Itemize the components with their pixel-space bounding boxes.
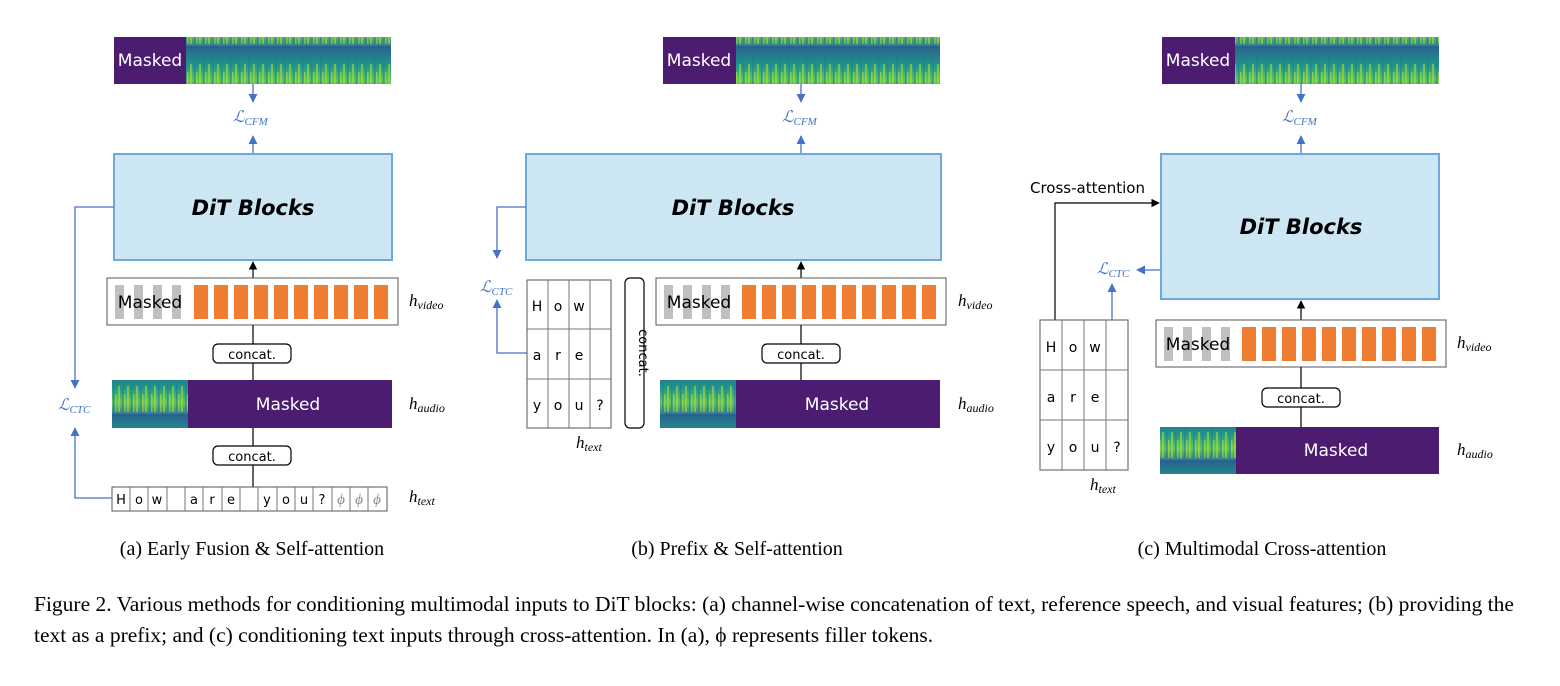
audio-features: Masked [660, 380, 940, 428]
text-token: H [116, 493, 126, 508]
text-token-grid: H o w a r e y o u ? [1039, 319, 1129, 471]
h-audio-label: haudio [409, 394, 445, 415]
text-token: w [152, 493, 163, 508]
h-audio-label: haudio [1457, 440, 1493, 461]
panel-b: Masked ℒCFM DiT Blocks ℒCTC H o w a r e [480, 37, 994, 560]
concat-label: concat. [777, 348, 825, 363]
text-token: o [554, 299, 563, 315]
text-token: u [1091, 440, 1100, 456]
text-token: a [533, 348, 542, 364]
text-token: r [555, 348, 561, 364]
text-token: H [1046, 340, 1057, 356]
audio-features: Masked [112, 380, 392, 428]
masked-label: Masked [1304, 441, 1368, 461]
text-token: e [575, 348, 584, 364]
masked-label: Masked [667, 51, 731, 71]
dit-blocks-label: DiT Blocks [192, 196, 315, 220]
text-token: y [263, 493, 271, 508]
text-token: y [1047, 440, 1055, 456]
h-text-label: htext [409, 487, 435, 508]
panel-c: Masked ℒCFM DiT Blocks Cross-attention ℒ… [1030, 37, 1493, 560]
masked-label: Masked [256, 395, 320, 415]
concat-label: concat. [228, 348, 276, 363]
panel-a: Masked ℒCFM DiT Blocks Masked [58, 37, 445, 560]
concat-box [1261, 387, 1341, 408]
panel-a-caption: (a) Early Fusion & Self-attention [120, 538, 384, 560]
text-token: o [282, 493, 290, 508]
text-token: w [573, 299, 584, 315]
text-token: a [190, 493, 198, 508]
concat-box [212, 343, 292, 364]
dit-blocks-box [525, 153, 942, 261]
filler-token: ϕ [337, 492, 345, 508]
dit-blocks-label: DiT Blocks [1240, 215, 1363, 239]
text-token: r [209, 493, 215, 508]
cross-attention-label: Cross-attention [1030, 179, 1145, 197]
text-token: r [1070, 390, 1076, 406]
masked-label: Masked [1166, 51, 1230, 71]
output-spectrogram: Masked [1162, 37, 1439, 84]
text-token: e [1091, 390, 1100, 406]
masked-label: Masked [667, 293, 731, 313]
loss-ctc: ℒCTC [480, 279, 513, 298]
concat-box [212, 445, 292, 466]
text-token: ? [1113, 440, 1120, 456]
concat-label: concat. [1277, 392, 1325, 407]
text-token-row: H o w a r e y o u ? ϕ ϕ ϕ [111, 486, 388, 512]
dit-blocks-box [1160, 153, 1440, 300]
h-video-label: hvideo [409, 291, 444, 312]
concat-label: concat. [635, 329, 650, 377]
concat-label: concat. [228, 450, 276, 465]
text-token: u [575, 398, 584, 414]
loss-cfm: ℒCFM [782, 109, 818, 128]
text-token: o [554, 398, 563, 414]
loss-cfm: ℒCFM [233, 109, 269, 128]
concat-box [761, 343, 841, 364]
text-token: o [1069, 440, 1078, 456]
text-token: ? [319, 493, 326, 508]
loss-ctc: ℒCTC [1097, 261, 1130, 280]
h-video-label: hvideo [958, 291, 993, 312]
video-features: Masked [655, 277, 947, 326]
dit-blocks-label: DiT Blocks [672, 196, 795, 220]
dit-blocks-box [113, 153, 393, 261]
video-features: Masked [1155, 319, 1447, 368]
text-token: e [227, 493, 235, 508]
loss-cfm: ℒCFM [1282, 109, 1318, 128]
panel-b-caption: (b) Prefix & Self-attention [631, 538, 843, 560]
text-token: o [1069, 340, 1078, 356]
text-token: u [300, 493, 308, 508]
audio-features: Masked [1160, 427, 1439, 474]
masked-label: Masked [118, 293, 182, 313]
text-token: a [1047, 390, 1056, 406]
text-token-grid: H o w a r e y o u ? [526, 279, 612, 429]
output-spectrogram: Masked [114, 37, 391, 84]
filler-token: ϕ [355, 492, 363, 508]
concat-box [624, 277, 645, 429]
figure-caption: Figure 2. Various methods for conditioni… [34, 592, 1514, 647]
text-token: H [532, 299, 543, 315]
video-features: Masked [106, 277, 399, 326]
masked-label: Masked [805, 395, 869, 415]
text-token: ? [596, 398, 603, 414]
output-spectrogram: Masked [663, 37, 940, 84]
h-audio-label: haudio [958, 394, 994, 415]
masked-label: Masked [118, 51, 182, 71]
text-token: o [135, 493, 143, 508]
h-text-label: htext [1090, 475, 1116, 496]
panel-c-caption: (c) Multimodal Cross-attention [1138, 538, 1387, 560]
text-token: w [1089, 340, 1100, 356]
h-video-label: hvideo [1457, 333, 1492, 354]
text-token: y [533, 398, 541, 414]
loss-ctc: ℒCTC [58, 397, 91, 416]
filler-token: ϕ [373, 492, 381, 508]
masked-label: Masked [1166, 335, 1230, 355]
h-text-label: htext [576, 433, 602, 454]
